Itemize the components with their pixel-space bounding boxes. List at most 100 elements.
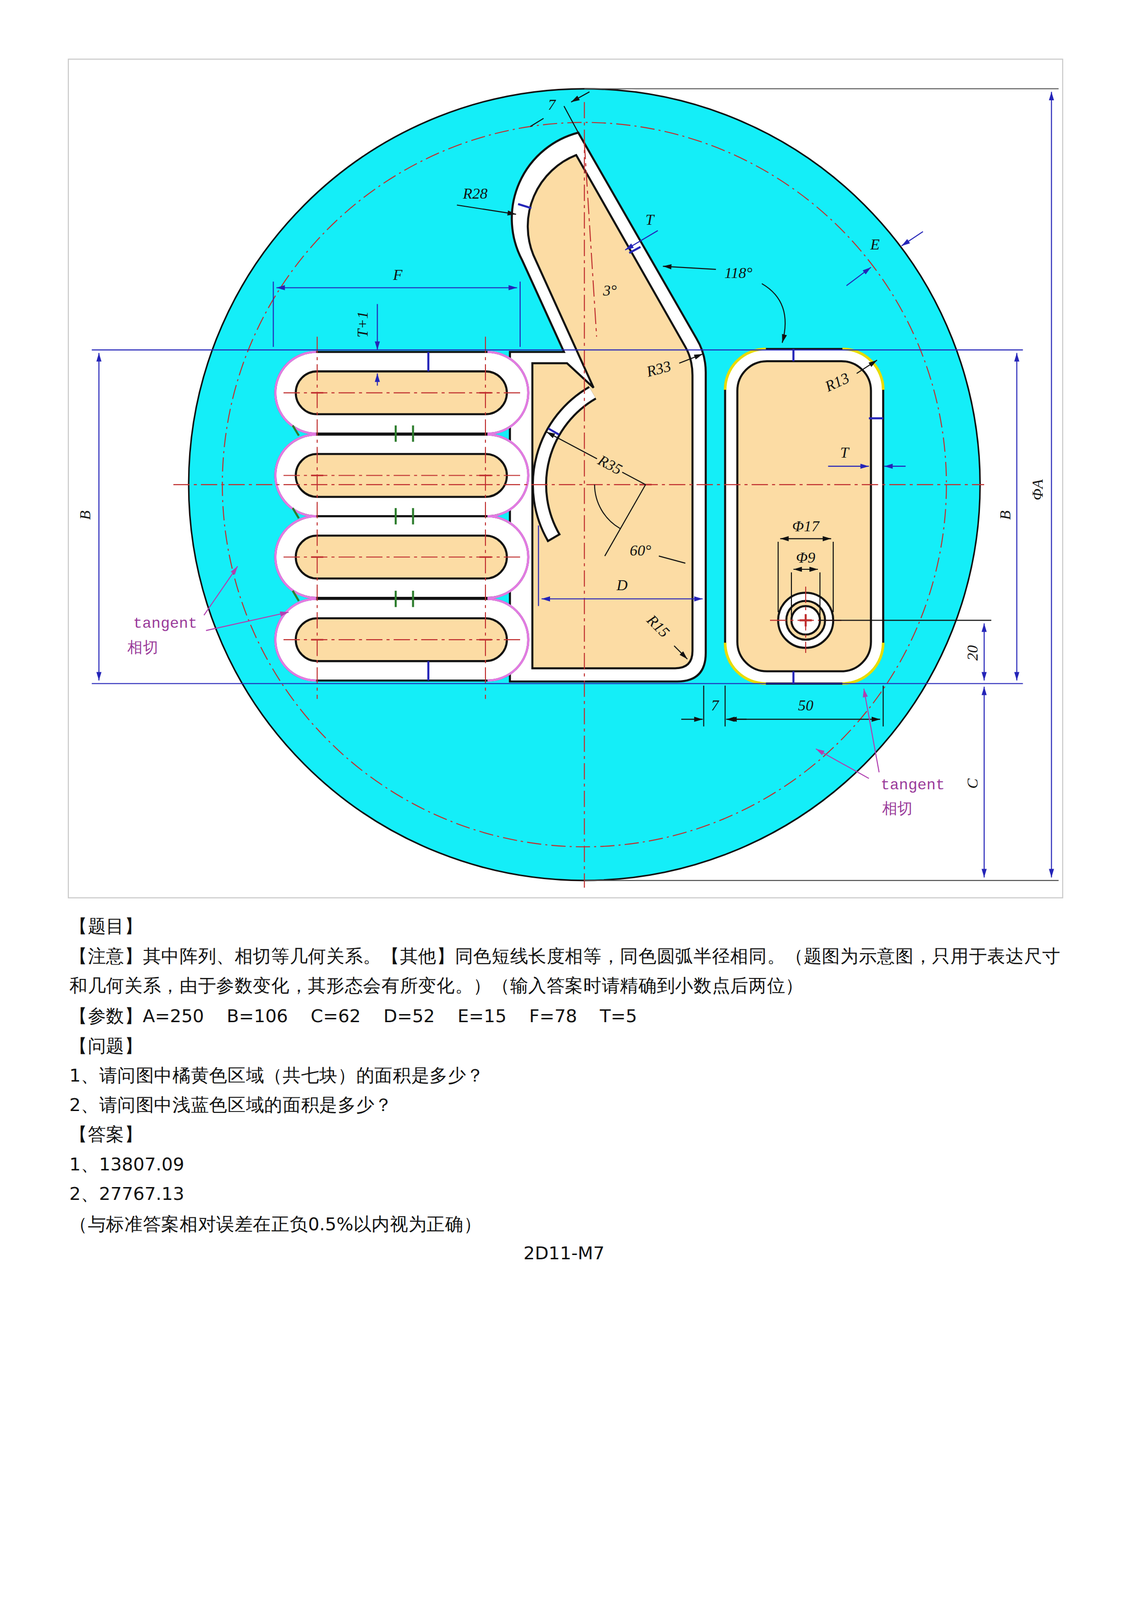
center-line bbox=[283, 392, 523, 394]
leader-line bbox=[546, 431, 647, 485]
center-line bbox=[805, 586, 807, 654]
dimension-line bbox=[98, 352, 100, 681]
extension-line bbox=[703, 685, 704, 727]
angle-arc bbox=[594, 484, 621, 529]
dimension-line bbox=[681, 718, 703, 720]
extension-line bbox=[818, 619, 992, 621]
equal-tick bbox=[394, 507, 397, 524]
dimension-text: Φ9 bbox=[796, 550, 816, 566]
dimension-line bbox=[983, 686, 985, 877]
equal-tick bbox=[292, 590, 299, 601]
dimension-text: 7 bbox=[711, 698, 719, 714]
dimension-text: T+1 bbox=[355, 311, 371, 338]
dimension-text: C bbox=[965, 778, 981, 789]
extension-line bbox=[519, 281, 521, 347]
tangent-note: tangent bbox=[880, 777, 945, 793]
equal-tick bbox=[411, 590, 414, 607]
document-line: 【注意】其中阵列、相切等几何关系。【其他】同色短线长度相等，同色圆弧半径相同。（… bbox=[69, 941, 1064, 1001]
dimension-text: B bbox=[997, 510, 1014, 520]
center-mark bbox=[311, 638, 324, 641]
extension-line bbox=[584, 879, 1059, 881]
extension-line bbox=[882, 685, 884, 727]
leader-line bbox=[206, 611, 289, 631]
center-line bbox=[316, 336, 318, 699]
center-line bbox=[283, 556, 523, 558]
document-line: 2D11-M7 bbox=[523, 1238, 605, 1269]
leader-line bbox=[674, 645, 688, 659]
tangent-note: tangent bbox=[133, 616, 198, 632]
equal-tick bbox=[518, 203, 532, 209]
leader-line bbox=[856, 360, 877, 374]
dimension-text: 3° bbox=[602, 283, 617, 299]
leader-line bbox=[679, 353, 703, 363]
palm-area bbox=[527, 154, 693, 668]
dimension-text: B bbox=[77, 510, 94, 520]
equal-tick bbox=[792, 671, 795, 684]
frame bbox=[68, 59, 1063, 898]
dimension-text: 50 bbox=[798, 698, 814, 714]
center-line bbox=[584, 142, 597, 337]
dimension-line bbox=[530, 118, 544, 127]
center-line bbox=[283, 474, 523, 476]
dimension-text: T bbox=[645, 212, 655, 229]
equal-tick bbox=[394, 425, 397, 442]
extension-line bbox=[272, 281, 274, 347]
leader-line bbox=[816, 748, 870, 779]
extension-line bbox=[819, 571, 821, 618]
equal-tick bbox=[427, 660, 430, 681]
equal-tick bbox=[868, 417, 884, 419]
dimension-text: R28 bbox=[463, 186, 488, 202]
dimension-line bbox=[570, 91, 590, 102]
equal-tick bbox=[292, 425, 299, 436]
document-line: （与标准答案相对误差在正负0.5%以内视为正确） bbox=[69, 1209, 1064, 1239]
dimension-line bbox=[846, 267, 872, 286]
center-mark bbox=[479, 638, 492, 641]
dimension-line bbox=[901, 231, 923, 246]
dimension-text: R13 bbox=[822, 370, 852, 395]
leader-line bbox=[203, 566, 238, 616]
leader-line bbox=[761, 283, 786, 343]
extension-line bbox=[832, 541, 834, 612]
extension-line bbox=[538, 525, 540, 607]
center-line bbox=[484, 336, 486, 699]
dimension-text: Φ17 bbox=[792, 518, 820, 534]
dimension-line bbox=[276, 286, 518, 288]
document-line: 2、请问图中浅蓝色区域的面积是多少？ bbox=[69, 1090, 1064, 1120]
extension-line bbox=[91, 349, 1023, 351]
center-mark bbox=[479, 391, 492, 394]
arc-slot-end bbox=[547, 533, 561, 542]
dimension-line bbox=[827, 465, 869, 467]
plate-area bbox=[737, 361, 871, 672]
equal-tick bbox=[792, 348, 795, 362]
dimension-text: 7 bbox=[547, 97, 556, 113]
center-mark bbox=[311, 391, 324, 394]
dimension-text: T bbox=[840, 445, 849, 461]
center-line bbox=[583, 102, 585, 888]
finger-outline bbox=[275, 351, 529, 434]
equal-tick bbox=[411, 507, 414, 524]
document-line: 1、请问图中橘黄色区域（共七块）的面积是多少？ bbox=[69, 1060, 1064, 1091]
extension-line bbox=[584, 88, 1059, 90]
tangent-note: 相切 bbox=[882, 802, 913, 818]
center-mark bbox=[479, 556, 492, 558]
equal-tick bbox=[629, 247, 641, 254]
slot-plate-outline bbox=[725, 348, 884, 684]
dimension-line bbox=[728, 718, 881, 720]
center-mark bbox=[311, 474, 324, 476]
dimension-text: E bbox=[870, 237, 880, 253]
extension-line bbox=[790, 571, 792, 618]
center-line bbox=[283, 638, 523, 640]
document-line: 【参数】A=250 B=106 C=62 D=52 E=15 F=78 T=5 bbox=[69, 1001, 1064, 1031]
tangent-corner bbox=[725, 348, 767, 390]
leader-line bbox=[663, 266, 717, 269]
leader-line bbox=[658, 555, 686, 563]
extension-line bbox=[724, 685, 726, 727]
center-mark bbox=[479, 474, 492, 476]
finger-outline bbox=[275, 515, 529, 598]
leader-line bbox=[864, 688, 880, 772]
dimension-text: F bbox=[392, 267, 403, 284]
document-line: 【答案】 bbox=[69, 1119, 1064, 1150]
